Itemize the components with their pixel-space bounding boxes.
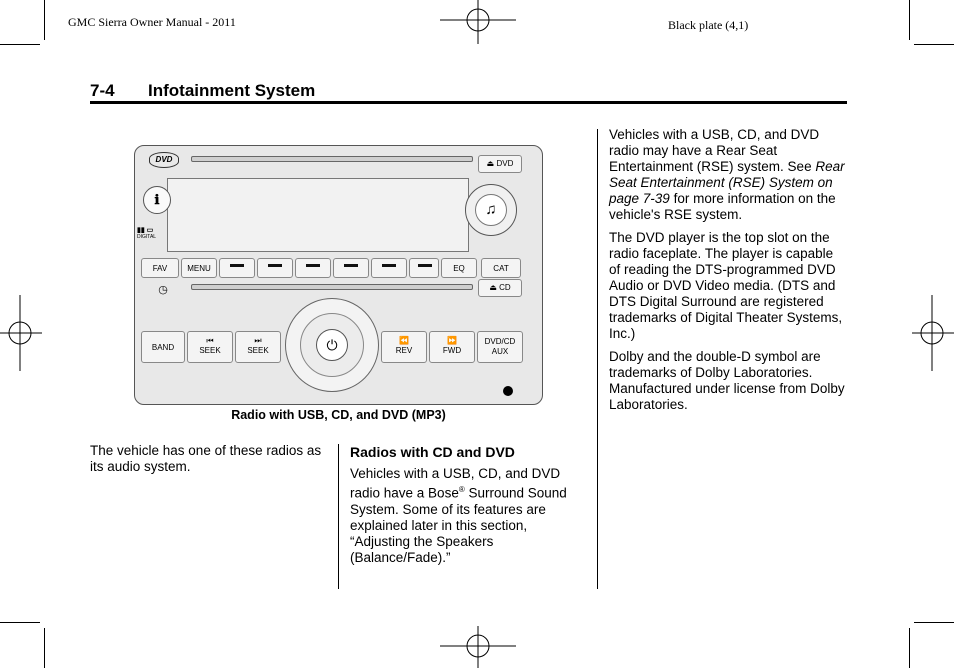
section-number: 7-4 bbox=[90, 81, 115, 100]
preset-button-6[interactable] bbox=[409, 258, 439, 278]
dvd-slot bbox=[191, 156, 473, 162]
registration-mark-left bbox=[0, 295, 42, 371]
eq-button[interactable]: EQ bbox=[441, 258, 477, 278]
preset-button-5[interactable] bbox=[371, 258, 407, 278]
music-note-icon: ♫ bbox=[475, 194, 507, 226]
rev-button[interactable]: ⏪ REV bbox=[381, 331, 427, 363]
manual-title: GMC Sierra Owner Manual - 2011 bbox=[68, 15, 236, 29]
registration-mark-top bbox=[440, 0, 516, 44]
eject-icon: ⏏ bbox=[486, 159, 495, 168]
section-rule bbox=[90, 101, 847, 104]
menu-button[interactable]: MENU bbox=[181, 258, 217, 278]
dvd-cd-aux-button[interactable]: DVD/CD AUX bbox=[477, 331, 523, 363]
fast-forward-icon: ⏩ bbox=[447, 336, 457, 345]
clock-icon: ◷ bbox=[158, 284, 168, 296]
crop-mark bbox=[0, 622, 40, 623]
cd-slot bbox=[191, 284, 473, 290]
crop-mark bbox=[44, 0, 45, 40]
rse-page-link[interactable]: Rear Seat Entertainment (RSE) System on … bbox=[609, 159, 845, 206]
crop-mark bbox=[909, 628, 910, 668]
seek-back-button[interactable]: ⏮ SEEK bbox=[187, 331, 233, 363]
dolby-digital-logo: ▮▮ ▭ DIGITAL bbox=[137, 227, 157, 240]
intro-paragraph: The vehicle has one of these radios as i… bbox=[90, 443, 322, 474]
eject-icon: ⏏ bbox=[489, 283, 497, 292]
preset-button-1[interactable] bbox=[219, 258, 255, 278]
band-button[interactable]: BAND bbox=[141, 331, 185, 363]
left-column: The vehicle has one of these radios as i… bbox=[90, 443, 326, 482]
crop-mark bbox=[0, 44, 40, 45]
crop-mark bbox=[914, 44, 954, 45]
power-icon: ⏻ bbox=[316, 329, 348, 361]
dvd-player-paragraph: The DVD player is the top slot on the ra… bbox=[609, 230, 843, 341]
seek-forward-icon: ⏭ bbox=[254, 336, 262, 345]
indicator-dot bbox=[503, 386, 513, 396]
right-column: Vehicles with a USB, CD, and DVD radio m… bbox=[609, 127, 845, 420]
cat-button[interactable]: CAT bbox=[481, 258, 521, 278]
rse-paragraph: Vehicles with a USB, CD, and DVD radio m… bbox=[609, 127, 845, 222]
crop-mark bbox=[44, 628, 45, 668]
plate-label: Black plate (4,1) bbox=[668, 18, 749, 32]
tune-knob[interactable]: ♫ bbox=[465, 184, 517, 236]
dolby-paragraph: Dolby and the double-D symbol are tradem… bbox=[609, 349, 845, 412]
section-title: Infotainment System bbox=[148, 81, 316, 100]
fwd-button[interactable]: ⏩ FWD bbox=[429, 331, 475, 363]
middle-column: Radios with CD and DVD Vehicles with a U… bbox=[350, 444, 586, 573]
fav-button[interactable]: FAV bbox=[141, 258, 179, 278]
preset-button-3[interactable] bbox=[295, 258, 331, 278]
radio-figure: DVD ⏏ DVD ℹ ▮▮ ▭ DIGITAL ♫ FAV MENU EQ C… bbox=[134, 145, 543, 405]
display-screen bbox=[167, 178, 469, 252]
registration-mark-bottom bbox=[440, 626, 516, 668]
preset-button-4[interactable] bbox=[333, 258, 369, 278]
crop-mark bbox=[914, 622, 954, 623]
volume-knob[interactable]: ⏻ bbox=[285, 298, 379, 392]
seek-fwd-button[interactable]: ⏭ SEEK bbox=[235, 331, 281, 363]
column-divider bbox=[597, 129, 598, 589]
dvd-eject-button[interactable]: ⏏ DVD bbox=[478, 155, 522, 173]
cd-eject-button[interactable]: ⏏ CD bbox=[478, 279, 522, 297]
column-divider bbox=[338, 444, 339, 589]
dvd-logo: DVD bbox=[149, 152, 179, 168]
info-icon: ℹ bbox=[154, 192, 160, 207]
crop-mark bbox=[909, 0, 910, 40]
bose-paragraph: Vehicles with a USB, CD, and DVD radio h… bbox=[350, 466, 567, 565]
preset-button-2[interactable] bbox=[257, 258, 293, 278]
info-button[interactable]: ℹ bbox=[143, 186, 171, 214]
subsection-heading: Radios with CD and DVD bbox=[350, 444, 515, 460]
figure-caption: Radio with USB, CD, and DVD (MP3) bbox=[231, 408, 446, 422]
registration-mark-right bbox=[912, 295, 954, 371]
rewind-icon: ⏪ bbox=[399, 336, 409, 345]
clock-button[interactable]: ◷ bbox=[143, 280, 183, 300]
seek-back-icon: ⏮ bbox=[206, 336, 214, 345]
